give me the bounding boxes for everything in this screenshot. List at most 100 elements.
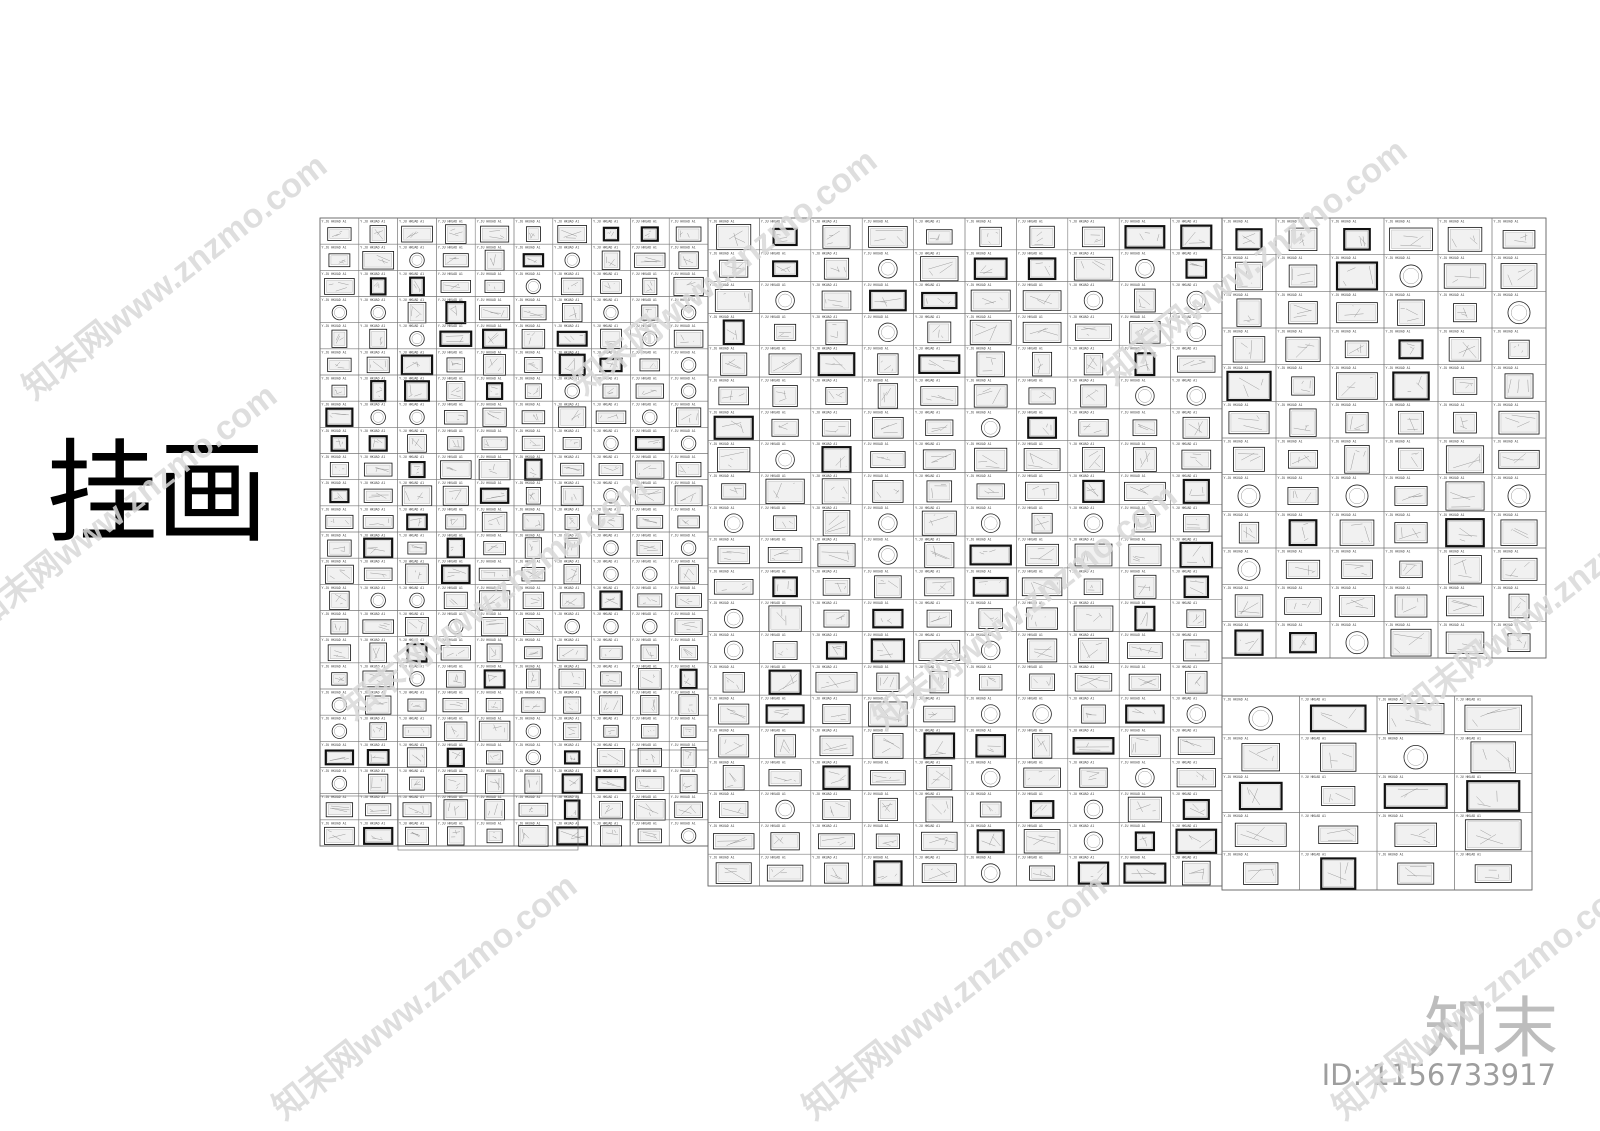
cell-label: Y.JU HKUAD A1 (593, 377, 618, 381)
framed-artwork (327, 357, 352, 373)
artwork-stroke (454, 806, 456, 816)
artwork-canvas (601, 647, 621, 658)
cell-label: Y.JU HKUAD A1 (593, 821, 618, 825)
cell-label: Y.JU HKUAD A1 (360, 324, 385, 328)
artwork-canvas (876, 577, 900, 597)
artwork-stroke (414, 438, 420, 447)
artwork-stroke (492, 754, 499, 757)
cell-label: Y.JU HKUAD A1 (399, 324, 424, 328)
framed-artwork (481, 617, 509, 637)
framed-artwork (1022, 290, 1062, 311)
artwork-stroke (571, 544, 574, 551)
artwork-stroke (826, 230, 840, 240)
cell-label: Y.JU HKUAD A1 (554, 324, 579, 328)
artwork-canvas (1031, 675, 1053, 689)
framed-artwork (441, 564, 471, 585)
artwork-stroke (779, 240, 788, 242)
artwork-canvas (1400, 413, 1422, 433)
artwork-canvas (403, 227, 431, 241)
framed-artwork (483, 354, 506, 376)
artwork-stroke (490, 386, 498, 389)
artwork-stroke (684, 681, 691, 685)
catalog-cell (1221, 547, 1277, 585)
framed-artwork (560, 462, 585, 477)
artwork-stroke (571, 413, 581, 420)
artwork-stroke (529, 439, 537, 446)
artwork-canvas (1080, 421, 1107, 435)
artwork-stroke (527, 570, 539, 578)
artwork-canvas (771, 672, 799, 693)
artwork-stroke (374, 229, 383, 240)
framed-artwork (327, 644, 352, 662)
artwork-stroke (535, 413, 539, 421)
artwork-stroke (565, 600, 575, 606)
framed-artwork (446, 357, 466, 373)
artwork-canvas (602, 360, 620, 370)
artwork-stroke (492, 836, 497, 839)
artwork-canvas (371, 724, 385, 738)
round-artwork-inner (726, 643, 741, 658)
artwork-stroke (410, 833, 419, 835)
artwork-canvas (1025, 769, 1059, 786)
artwork-stroke (611, 231, 615, 237)
artwork-canvas (328, 410, 351, 425)
cell-label: Y.JU HKUAD A1 (1494, 366, 1519, 370)
artwork-stroke (649, 812, 651, 817)
artwork-canvas (678, 228, 700, 240)
artwork-stroke (527, 333, 531, 335)
artwork-canvas (675, 279, 702, 294)
artwork-canvas (485, 543, 504, 553)
cell-label: Y.JU HKUAD A1 (710, 760, 735, 764)
artwork-canvas (364, 253, 392, 268)
round-artwork-inner (1035, 707, 1049, 721)
artwork-stroke (567, 466, 580, 472)
artwork-stroke (571, 831, 579, 838)
cell-label: Y.JU HKUAD A1 (1172, 283, 1197, 287)
artwork-stroke (490, 781, 499, 784)
artwork-stroke (337, 282, 349, 286)
cell-label: Y.JU HKUAD A1 (516, 638, 541, 642)
framed-artwork (868, 226, 908, 248)
framed-artwork (926, 229, 953, 245)
artwork-canvas (978, 736, 1004, 755)
artwork-stroke (608, 519, 616, 522)
cell-label: Y.JU HKUAD A1 (1494, 550, 1519, 554)
cell-label: Y.JU HKUAD A1 (516, 377, 541, 381)
round-artwork-inner (881, 548, 895, 562)
round-artwork (331, 775, 348, 792)
cell-label: Y.JU HKUAD A1 (593, 664, 618, 668)
framed-artwork (598, 463, 624, 477)
artwork-stroke (536, 387, 539, 392)
framed-artwork (521, 697, 546, 713)
artwork-stroke (449, 257, 457, 260)
artwork-stroke (451, 518, 459, 526)
cell-label: Y.JU HKUAD A1 (360, 481, 385, 485)
artwork-stroke (689, 806, 696, 814)
cell-label: Y.JU HKUAD A1 (554, 534, 579, 538)
cell-label: Y.JU HKUAD A1 (1301, 775, 1326, 779)
artwork-canvas (404, 804, 430, 815)
cell-label: Y.JU HKUAD A1 (360, 586, 385, 590)
framed-artwork (599, 645, 623, 660)
round-artwork (680, 540, 697, 556)
framed-artwork (920, 256, 959, 282)
artwork-stroke (367, 547, 378, 549)
framed-artwork (401, 225, 433, 243)
cell-label: Y.JU HKUAD A1 (554, 272, 579, 276)
artwork-canvas (982, 803, 1000, 816)
artwork-canvas (874, 735, 902, 757)
cell-label: Y.JU HKUAD A1 (438, 664, 463, 668)
cell-label: Y.JU HKUAD A1 (632, 272, 657, 276)
round-artwork (409, 592, 425, 609)
artwork-canvas (523, 331, 543, 347)
artwork-canvas (326, 280, 353, 293)
round-artwork-inner (566, 385, 578, 397)
artwork-canvas (1338, 374, 1376, 398)
cell-label: Y.JU HKUAD A1 (761, 824, 786, 828)
artwork-stroke (533, 259, 537, 263)
round-artwork-inner (778, 452, 792, 467)
framed-artwork (522, 513, 545, 531)
cell-label: Y.JU HKUAD A1 (671, 429, 696, 433)
artwork-canvas (404, 487, 430, 504)
cell-label: Y.JU HKUAD A1 (1386, 403, 1411, 407)
